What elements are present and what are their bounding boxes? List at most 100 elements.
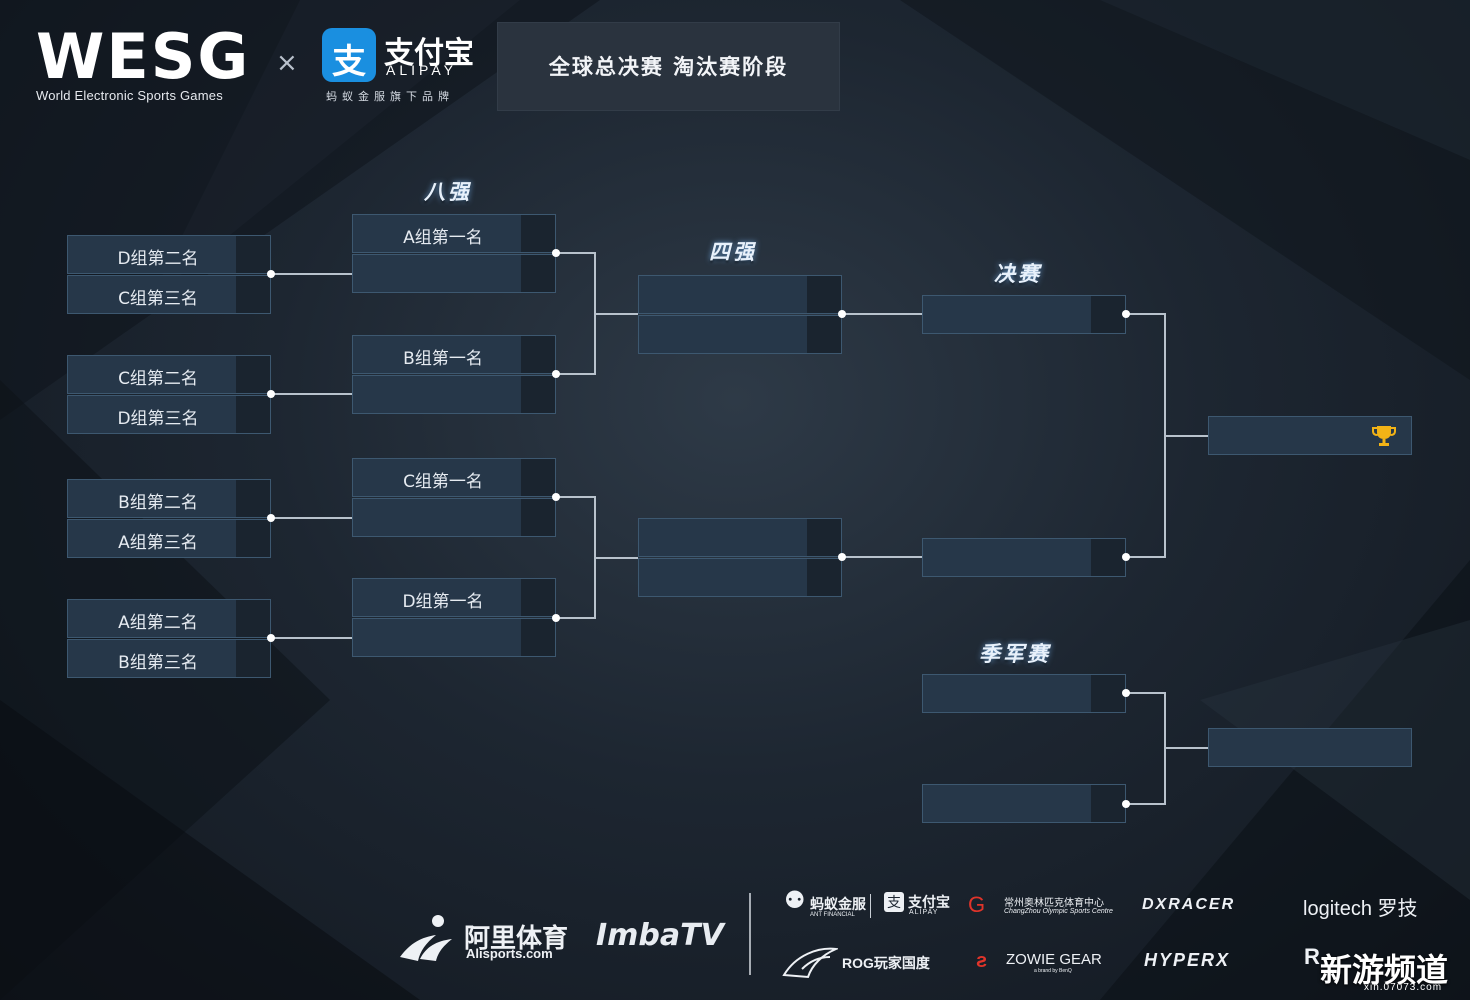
sf-match2-team-bottom [638, 558, 842, 597]
alipay-logo-en: ALIPAY [386, 62, 457, 78]
changzhou-cn: 常州奥林匹克体育中心 [1004, 898, 1104, 909]
r16-match1-team-top: D组第二名 [67, 235, 271, 274]
connector-dot [1122, 800, 1130, 808]
alipay-small-cn: 支付宝 [908, 894, 950, 910]
rog-logo: ROG玩家国度 [842, 955, 930, 971]
qf-match4-team-top: D组第一名 [352, 578, 556, 617]
score-box [236, 236, 270, 273]
third-place-winner-slot [1208, 728, 1412, 767]
zowie-sub-text: a brand by BenQ [1034, 968, 1072, 974]
score-box [521, 255, 555, 292]
connector-dot [552, 493, 560, 501]
final-team-bottom [922, 538, 1126, 577]
rog-eye-icon [782, 947, 838, 979]
final-team-top [922, 295, 1126, 334]
wesg-logo: WESG World Electronic Sports Games [36, 20, 251, 104]
score-box [521, 376, 555, 413]
score-box [236, 600, 270, 637]
score-box [521, 215, 555, 252]
cross-icon: × [276, 48, 298, 78]
score-box [521, 459, 555, 496]
team-label: D组第二名 [117, 249, 199, 269]
team-label: D组第三名 [117, 409, 199, 429]
connector-dot [838, 553, 846, 561]
score-box [236, 640, 270, 677]
team-label: C组第一名 [403, 472, 483, 492]
score-box [521, 499, 555, 536]
r16-match1-team-bottom: C组第三名 [67, 275, 271, 314]
connector-dot [552, 614, 560, 622]
ant-financial-cn: 蚂蚁金服 [810, 896, 866, 912]
wesg-logo-subtitle: World Electronic Sports Games [36, 88, 223, 103]
qf-match2-team-top: B组第一名 [352, 335, 556, 374]
connector-dot [1122, 310, 1130, 318]
third-place-team-bottom [922, 784, 1126, 823]
team-label: B组第一名 [403, 349, 483, 369]
score-box [236, 480, 270, 517]
qf-match1-team-bottom [352, 254, 556, 293]
team-label: C组第二名 [118, 369, 198, 389]
qf-match1-team-top: A组第一名 [352, 214, 556, 253]
round-label-third-place: 季军赛 [979, 642, 1051, 666]
stage-title-banner: 全球总决赛 淘汰赛阶段 [497, 22, 840, 111]
score-box [807, 559, 841, 596]
sponsor-divider [749, 893, 751, 975]
sponsor-sub-divider [870, 894, 871, 918]
trophy-icon [1372, 426, 1396, 446]
changzhou-en: ChangZhou Olympic Sports Centre [1004, 908, 1113, 915]
logitech-logo: logitech 罗技 [1303, 898, 1418, 920]
score-box [236, 520, 270, 557]
zowie-icon: ƨ [976, 950, 988, 972]
team-label: C组第三名 [118, 289, 198, 309]
alisports-icon [400, 915, 452, 961]
score-box [236, 356, 270, 393]
sf-match2-team-top [638, 518, 842, 557]
connector-dot [267, 514, 275, 522]
round-label-final: 决赛 [994, 262, 1042, 286]
alipay-small-en: ALIPAY [909, 909, 939, 916]
score-box [807, 519, 841, 556]
connector-dot [1122, 689, 1130, 697]
connector-dot [267, 270, 275, 278]
ant-financial-en: ANT FINANCIAL [810, 912, 855, 918]
sf-match1-team-bottom [638, 315, 842, 354]
qf-match4-team-bottom [352, 618, 556, 657]
team-label: A组第三名 [118, 533, 198, 553]
round-label-semifinal: 四强 [709, 240, 757, 264]
score-box [521, 619, 555, 656]
team-label: A组第一名 [403, 228, 483, 248]
connector-dot [838, 310, 846, 318]
score-box [807, 276, 841, 313]
team-label: A组第二名 [118, 613, 198, 633]
watermark-url: xin.07073.com [1364, 982, 1443, 993]
champion-slot [1208, 416, 1412, 455]
alisports-logo-en: Alisports.com [466, 946, 553, 961]
wesg-logo-word: WESG [36, 20, 251, 93]
connector-dot [267, 634, 275, 642]
score-box [236, 276, 270, 313]
qf-match3-team-bottom [352, 498, 556, 537]
zowie-gear-text: ZOWIE GEAR [1006, 951, 1102, 968]
connector-dot [267, 390, 275, 398]
qf-match2-team-bottom [352, 375, 556, 414]
team-label: D组第一名 [402, 592, 484, 612]
dxracer-logo: DXRACER [1142, 896, 1236, 913]
razer-logo: R [1304, 944, 1320, 969]
connector-dot [552, 370, 560, 378]
alipay-small-icon: 支 [884, 892, 904, 912]
ant-icon: ⚉ [784, 887, 806, 914]
score-box [521, 579, 555, 616]
imbatv-logo: ImbaTV [596, 918, 724, 953]
score-box [1091, 675, 1125, 712]
alipay-tagline: 蚂蚁金服旗下品牌 [326, 90, 454, 103]
score-box [236, 396, 270, 433]
score-box [807, 316, 841, 353]
r16-match2-team-bottom: D组第三名 [67, 395, 271, 434]
score-box [1091, 785, 1125, 822]
connector-dot [552, 249, 560, 257]
score-box [521, 336, 555, 373]
qf-match3-team-top: C组第一名 [352, 458, 556, 497]
r16-match4-team-bottom: B组第三名 [67, 639, 271, 678]
